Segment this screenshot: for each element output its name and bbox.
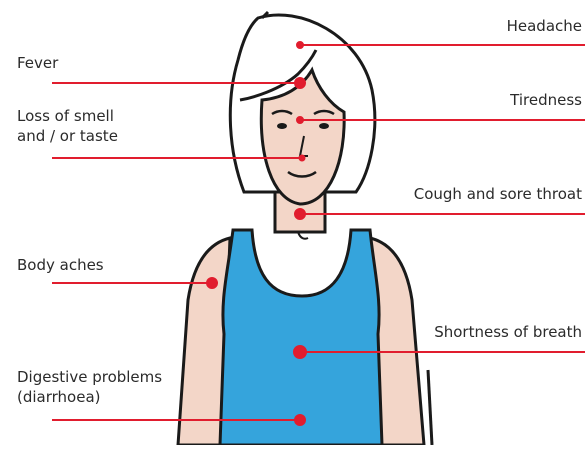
dot-headache xyxy=(297,42,303,48)
label-body-aches-line-1: Body aches xyxy=(17,255,104,275)
dot-breath xyxy=(294,346,306,358)
dot-body-aches xyxy=(207,278,217,288)
label-cough-line-1: Cough and sore throat xyxy=(414,184,582,204)
label-loss-of-smell-line-1: Loss of smell xyxy=(17,106,118,126)
dot-tiredness xyxy=(297,117,303,123)
label-digestive-line-1: Digestive problems xyxy=(17,367,162,387)
label-loss-of-smell-line-2: and / or taste xyxy=(17,126,118,146)
right-arm-crease xyxy=(428,370,432,445)
label-breath-line-1: Shortness of breath xyxy=(434,322,582,342)
right-eye xyxy=(319,123,329,129)
dot-digestive xyxy=(295,415,305,425)
label-headache: Headache xyxy=(507,16,582,36)
tank-top xyxy=(220,230,382,445)
label-cough: Cough and sore throat xyxy=(414,184,582,204)
label-digestive-line-2: (diarrhoea) xyxy=(17,387,162,407)
label-digestive: Digestive problems (diarrhoea) xyxy=(17,367,162,407)
label-breath: Shortness of breath xyxy=(434,322,582,342)
dot-loss-of-smell xyxy=(300,156,305,161)
label-tiredness-line-1: Tiredness xyxy=(510,90,582,110)
label-headache-line-1: Headache xyxy=(507,16,582,36)
label-tiredness: Tiredness xyxy=(510,90,582,110)
label-body-aches: Body aches xyxy=(17,255,104,275)
dot-fever xyxy=(295,78,305,88)
label-fever: Fever xyxy=(17,53,58,73)
label-loss-of-smell: Loss of smell and / or taste xyxy=(17,106,118,146)
dot-cough xyxy=(295,209,305,219)
label-fever-line-1: Fever xyxy=(17,53,58,73)
left-eye xyxy=(277,123,287,129)
